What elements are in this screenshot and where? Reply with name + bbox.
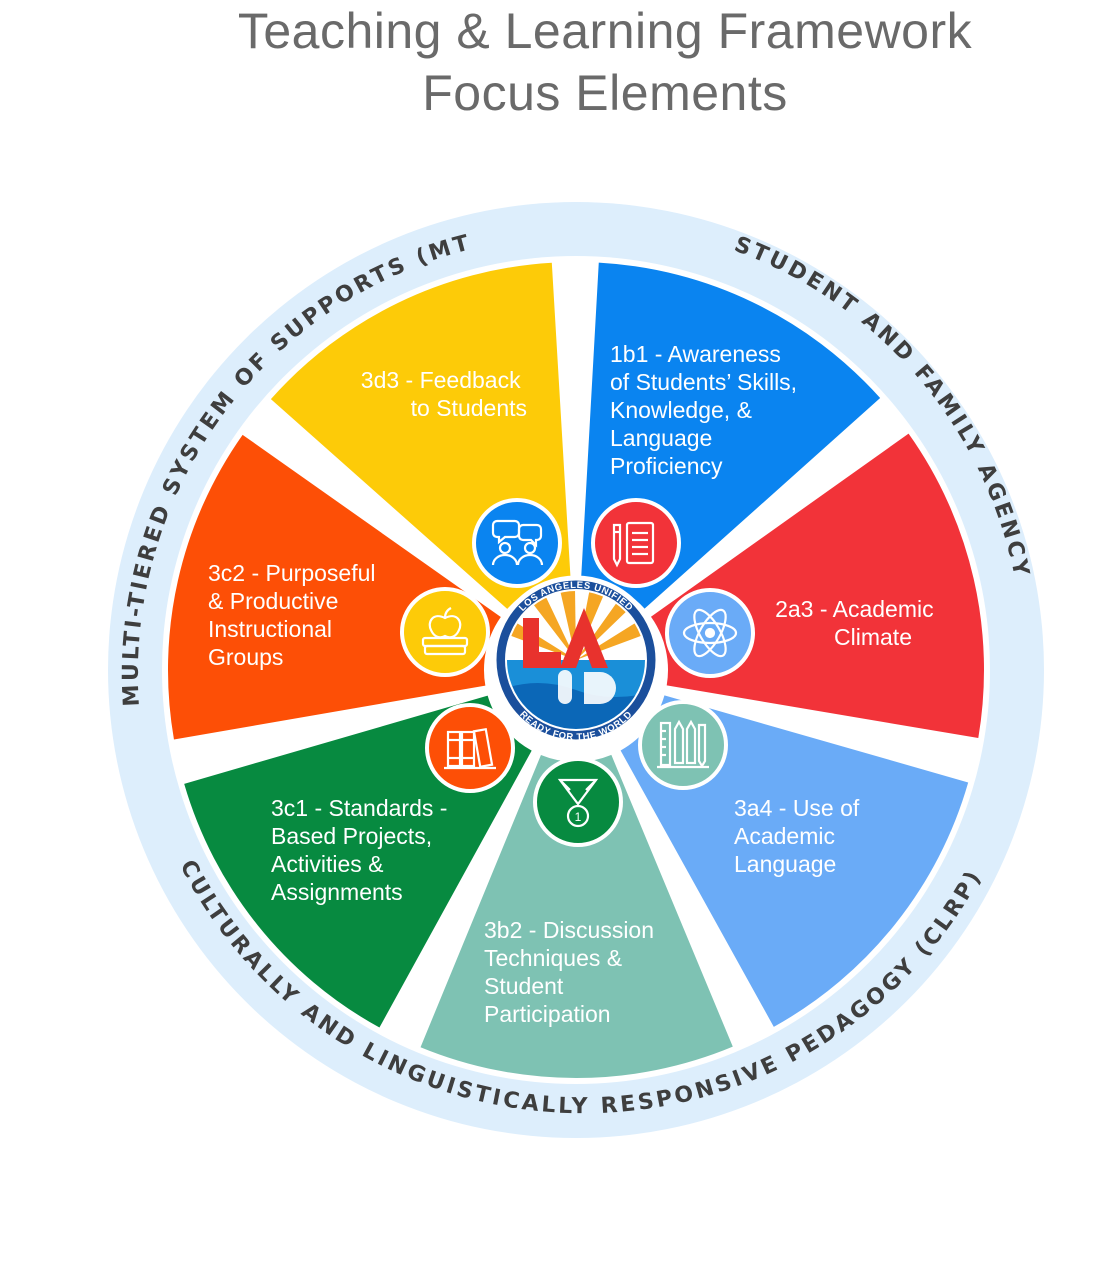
lausd-seal: LOS ANGELES UNIFIED READY FOR THE WORLD [491,575,661,745]
discussion-people-icon [472,498,562,588]
atom-icon [665,588,755,678]
label-1b1: 1b1 - Awareness of Students’ Skills, Kno… [610,341,803,479]
ruler-pencils-icon [638,700,728,790]
label-3b2: 3b2 - Discussion Techniques & Student Pa… [484,917,660,1027]
title-line-1: Teaching & Learning Framework [237,3,973,59]
label-3d3: 3d3 - Feedback to Students [361,367,527,421]
svg-text:1: 1 [575,810,582,824]
binders-icon [425,703,515,793]
label-3c1: 3c1 - Standards - Based Projects, Activi… [271,795,454,905]
segment-3a4 [420,754,733,1078]
page-title: Teaching & Learning Framework Focus Elem… [0,0,1100,124]
label-2a3: 2a3 - Academic Climate [775,596,940,650]
label-3a4: 3a4 - Use of Academic Language [734,795,866,877]
medal-icon: 1 [533,757,623,847]
segment-labels: 3d3 - Feedback to Students 1b1 - Awarene… [208,341,940,1027]
title-line-2: Focus Elements [422,65,788,121]
apple-books-icon [400,587,490,677]
notepad-pencil-icon [591,498,681,588]
label-3c2: 3c2 - Purposeful & Productive Instructio… [208,560,382,670]
lausd-logo [506,590,646,730]
